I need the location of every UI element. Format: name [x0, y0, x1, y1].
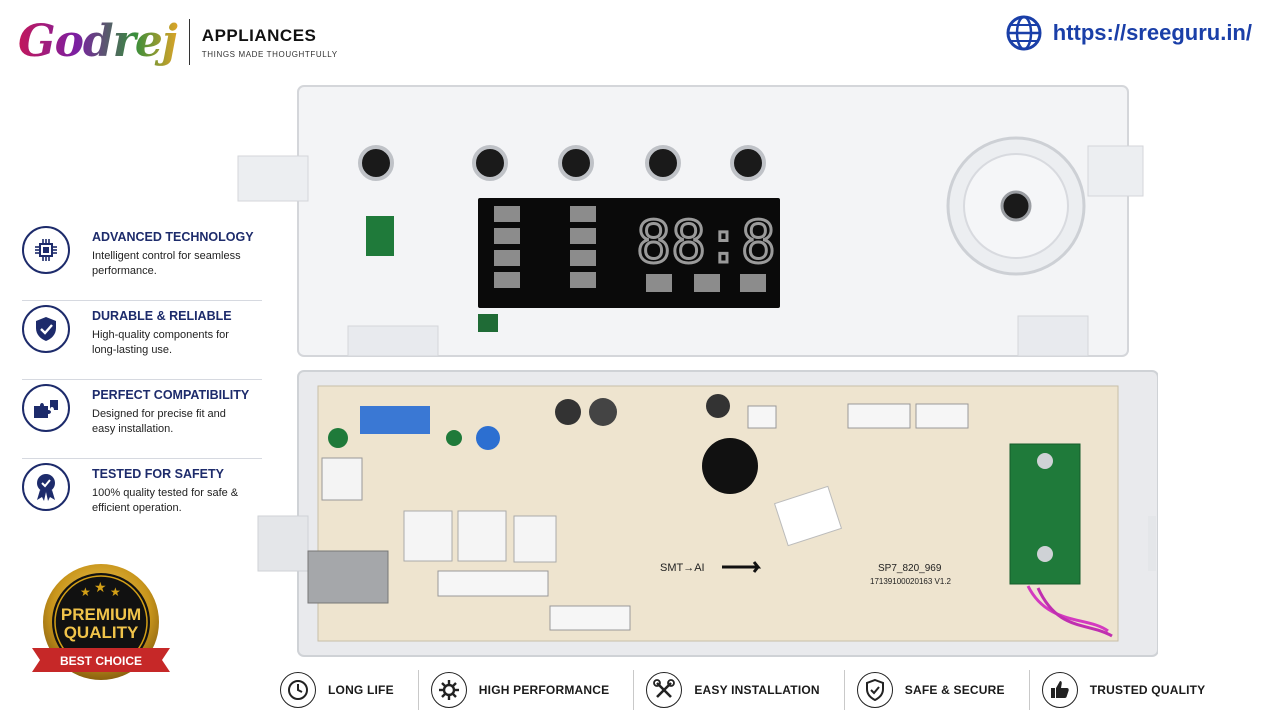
feature-desc: Intelligent control for seamless perform… — [92, 250, 241, 277]
feature-title: DURABLE & RELIABLE — [92, 309, 232, 323]
badge-ribbon: BEST CHOICE — [60, 654, 142, 668]
puzzle-piece-icon — [22, 384, 70, 432]
feature-text: DURABLE & RELIABLE High-quality componen… — [92, 305, 242, 358]
feature-tested-safety: TESTED FOR SAFETY 100% quality tested fo… — [22, 459, 262, 538]
bottom-item-trusted-quality: TRUSTED QUALITY — [1030, 670, 1230, 710]
brand-title: APPLIANCES — [201, 25, 317, 45]
feature-durable-reliable: DURABLE & RELIABLE High-quality componen… — [22, 301, 262, 380]
badge-line1: PREMIUM — [61, 605, 141, 624]
pcb-part-number: SP7_820_969 — [878, 563, 942, 574]
display-housing: 88:8 — [237, 85, 1144, 357]
display-digits: 88:8 — [636, 208, 776, 276]
bottom-item-label: HIGH PERFORMANCE — [478, 683, 610, 697]
feature-title: PERFECT COMPATIBILITY — [92, 388, 250, 402]
svg-text:★: ★ — [80, 585, 91, 599]
gear-icon — [430, 672, 467, 708]
feature-text: TESTED FOR SAFETY 100% quality tested fo… — [92, 463, 242, 516]
bottom-item-label: EASY INSTALLATION — [694, 683, 820, 697]
tools-icon — [646, 672, 683, 708]
bottom-item-label: TRUSTED QUALITY — [1089, 683, 1206, 697]
feature-list: ADVANCED TECHNOLOGY Intelligent control … — [22, 222, 262, 538]
feature-text: ADVANCED TECHNOLOGY Intelligent control … — [92, 226, 254, 279]
award-ribbon-icon — [22, 463, 70, 511]
bottom-item-label: SAFE & SECURE — [904, 683, 1005, 697]
bottom-item-safe-secure: SAFE & SECURE — [845, 670, 1030, 710]
website-url[interactable]: https://sreeguru.in/ — [1052, 20, 1252, 45]
feature-desc: High-quality components for long-lasting… — [92, 329, 229, 356]
feature-title: TESTED FOR SAFETY — [92, 467, 224, 481]
thumbs-up-icon — [1041, 672, 1078, 708]
globe-icon — [1006, 15, 1042, 51]
bottom-item-long-life: LONG LIFE — [268, 670, 419, 710]
star-icon: ★ ★ ★ — [80, 580, 121, 599]
premium-quality-badge: ★ ★ ★ PREMIUM QUALITY BEST CHOICE — [32, 564, 170, 680]
clock-icon — [280, 672, 316, 708]
feature-title: ADVANCED TECHNOLOGY — [92, 230, 254, 244]
shield-check-icon — [856, 672, 893, 708]
brand-tagline: THINGS MADE THOUGHTFULLY — [201, 49, 338, 59]
pcb-serial: 17139100020163 V1.2 — [870, 577, 952, 586]
pcb-arrow-text: SMT→AI — [660, 562, 705, 574]
bottom-feature-bar: LONG LIFE HIGH PERFORMANCE EASY INSTALLA… — [268, 668, 1258, 712]
website-link[interactable]: https://sreeguru.in/ — [1005, 14, 1252, 52]
brand-text: APPLIANCES THINGS MADE THOUGHTFULLY — [202, 26, 338, 59]
pcb-tray: SMT→AI SP7_820_969 17139100020163 V1.2 — [257, 370, 1158, 657]
bottom-item-label: LONG LIFE — [328, 683, 394, 697]
bottom-item-easy-installation: EASY INSTALLATION — [634, 670, 845, 710]
badge-line2: QUALITY — [64, 623, 139, 642]
housing-buttons — [358, 145, 766, 181]
shield-check-icon — [22, 305, 70, 353]
feature-perfect-compatibility: PERFECT COMPATIBILITY Designed for preci… — [22, 380, 262, 459]
godrej-logo: Godrej — [18, 12, 185, 72]
feature-advanced-technology: ADVANCED TECHNOLOGY Intelligent control … — [22, 222, 262, 301]
buzzer — [702, 438, 758, 494]
bottom-item-high-performance: HIGH PERFORMANCE — [419, 670, 635, 710]
chip-icon — [22, 226, 70, 274]
brand-header: Godrej APPLIANCES THINGS MADE THOUGHTFUL… — [18, 12, 338, 72]
feature-desc: Designed for precise fit and easy instal… — [92, 408, 226, 435]
svg-text:★: ★ — [94, 580, 107, 596]
control-board-image: 88:8 — [237, 85, 1158, 657]
brand-divider — [188, 19, 190, 65]
feature-text: PERFECT COMPATIBILITY Designed for preci… — [92, 384, 249, 437]
feature-desc: 100% quality tested for safe & efficient… — [92, 487, 239, 514]
svg-text:★: ★ — [110, 585, 121, 599]
